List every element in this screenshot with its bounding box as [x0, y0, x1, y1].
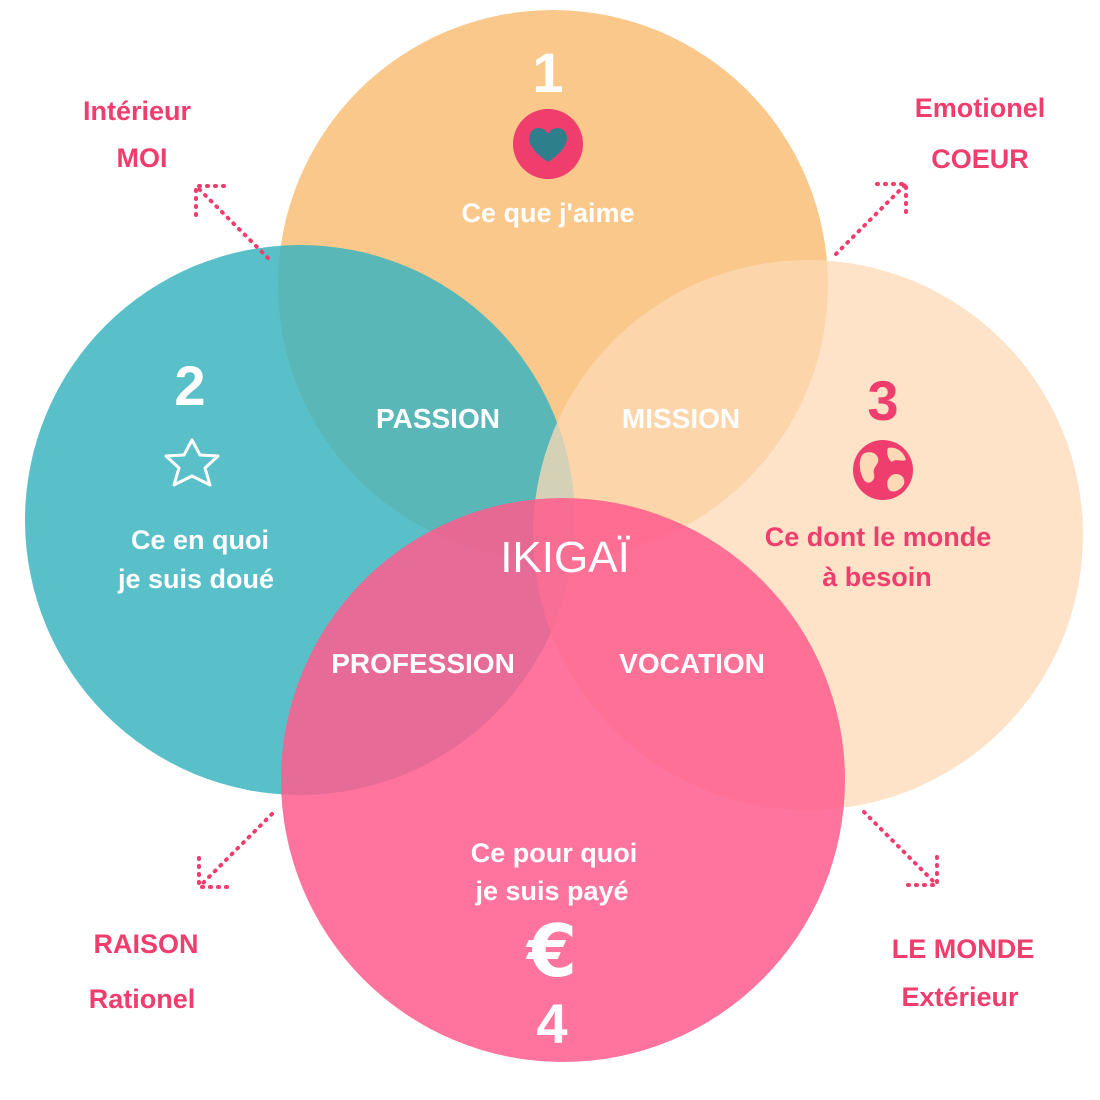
arrow-bottom-right — [862, 810, 939, 887]
corner-bottom-left-line2: Rationel — [89, 984, 196, 1014]
overlap-mission: MISSION — [622, 403, 740, 434]
globe-icon — [853, 440, 913, 500]
corner-bottom-right-line1: LE MONDE — [892, 934, 1035, 964]
number-3: 3 — [867, 369, 898, 432]
corner-bottom-right-line2: Extérieur — [901, 982, 1019, 1012]
star-icon — [164, 438, 220, 487]
number-1: 1 — [532, 41, 563, 104]
corner-top-left-line1: Intérieur — [83, 96, 192, 126]
number-2: 2 — [174, 354, 205, 417]
overlap-vocation: VOCATION — [619, 648, 765, 679]
overlap-passion: PASSION — [376, 403, 500, 434]
label-good-at-line2: je suis doué — [117, 564, 274, 594]
arrow-top-right — [834, 182, 908, 256]
label-world-line2: à besoin — [822, 562, 932, 592]
center-ikigai: IKIGAÏ — [500, 533, 630, 582]
overlap-profession: PROFESSION — [331, 648, 515, 679]
label-paid-line2: je suis payé — [474, 876, 628, 906]
corner-top-right-line1: Emotionel — [915, 93, 1046, 123]
corner-top-left-line2: MOI — [117, 143, 168, 173]
label-world-line1: Ce dont le monde — [765, 522, 992, 552]
arrow-top-left — [194, 184, 270, 260]
label-paid-line1: Ce pour quoi — [471, 838, 637, 868]
corner-top-right-line2: COEUR — [931, 144, 1029, 174]
label-love: Ce que j'aime — [462, 198, 635, 228]
circle-paid-for — [281, 498, 845, 1062]
corner-bottom-left-line1: RAISON — [93, 929, 198, 959]
heart-icon — [513, 109, 583, 179]
label-good-at-line1: Ce en quoi — [131, 525, 269, 555]
number-4: 4 — [536, 992, 567, 1055]
euro-icon: € — [525, 909, 577, 993]
arrow-bottom-left — [197, 812, 274, 889]
